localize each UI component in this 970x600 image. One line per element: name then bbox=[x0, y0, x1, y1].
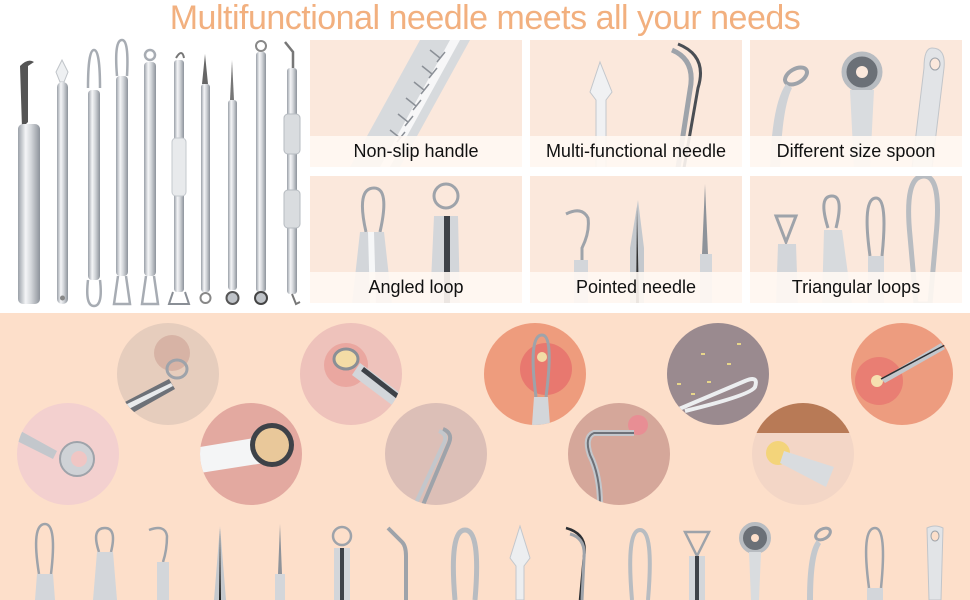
usage-example-small-loop bbox=[117, 323, 219, 425]
feature-caption: Pointed needle bbox=[530, 272, 742, 303]
curved-hook-on-skin-icon bbox=[568, 403, 670, 505]
small-loop-tool-icon bbox=[140, 48, 160, 306]
usage-example-curved-hook bbox=[568, 403, 670, 505]
ring-spoon-tool-icon bbox=[254, 40, 268, 305]
feature-panel-multi-functional-needle: Multi-functional needle bbox=[530, 40, 742, 167]
needle-on-pimple-icon bbox=[851, 323, 953, 425]
usage-example-blackheads bbox=[667, 323, 769, 425]
hook-tweezers-on-skin-icon bbox=[385, 403, 487, 505]
knurled-handle-icon bbox=[350, 40, 470, 167]
loop-on-pimple-icon bbox=[300, 323, 402, 425]
ring-spoon-on-skin-icon bbox=[17, 403, 119, 505]
tool-tip-eye-spoon bbox=[915, 518, 955, 600]
tool-set-icon bbox=[18, 38, 301, 308]
feature-panel-non-slip-handle: Non-slip handle bbox=[310, 40, 522, 167]
feature-panel-triangular-loops: Triangular loops bbox=[750, 176, 962, 303]
feature-caption: Angled loop bbox=[310, 272, 522, 303]
usage-example-loop-on-pimple bbox=[300, 323, 402, 425]
tool-tip-double-hook bbox=[560, 518, 600, 600]
tool-tip-ring-spoon bbox=[735, 518, 775, 600]
feature-panel-pointed-needle: Pointed needle bbox=[530, 176, 742, 303]
feature-caption: Different size spoon bbox=[750, 136, 962, 167]
usage-examples-band bbox=[0, 313, 970, 600]
tool-tip-wide-loop bbox=[445, 518, 485, 600]
tool-tip-angled-ring bbox=[795, 518, 835, 600]
tool-set-illustration bbox=[10, 38, 305, 308]
tool-tip-hook bbox=[143, 518, 183, 600]
hook-triangle-tool-icon bbox=[167, 52, 191, 305]
tool-tip-fine-needle bbox=[260, 518, 300, 600]
small-loop-on-skin-icon bbox=[117, 323, 219, 425]
feature-caption: Triangular loops bbox=[750, 272, 962, 303]
tweezers-hook-icon bbox=[18, 60, 40, 304]
needle-round-loop-tool-icon bbox=[199, 54, 212, 304]
usage-example-hook-tweezers bbox=[385, 403, 487, 505]
tool-tip-round-loop bbox=[322, 518, 362, 600]
large-spoon-on-skin-icon bbox=[200, 403, 302, 505]
tool-tip-small-loop bbox=[85, 518, 125, 600]
tool-tip-narrow-loop bbox=[620, 518, 660, 600]
usage-example-large-spoon bbox=[200, 403, 302, 505]
feature-caption: Multi-functional needle bbox=[530, 136, 742, 167]
feature-panel-angled-loop: Angled loop bbox=[310, 176, 522, 303]
teardrop-loop-on-pimple-icon bbox=[484, 323, 586, 425]
tool-tip-teardrop-loop bbox=[25, 518, 65, 600]
angled-hook-tool-icon bbox=[283, 41, 301, 306]
tool-tip-pointed-needle bbox=[200, 518, 240, 600]
usage-example-ring-spoon bbox=[17, 403, 119, 505]
tool-tip-angled-hook bbox=[382, 518, 422, 600]
spatula-and-hook-icon bbox=[589, 42, 702, 167]
fine-needle-spoon-tool-icon bbox=[225, 60, 240, 305]
spatula-tool-icon bbox=[55, 58, 69, 304]
double-loop-tool-icon bbox=[86, 48, 102, 308]
tool-tip-long-loop bbox=[855, 518, 895, 600]
tool-tip-triangle-loop bbox=[677, 518, 717, 600]
usage-example-needle bbox=[851, 323, 953, 425]
feature-panel-different-size-spoon: Different size spoon bbox=[750, 40, 962, 167]
feature-caption: Non-slip handle bbox=[310, 136, 522, 167]
usage-example-spatula bbox=[752, 403, 854, 505]
tool-tip-spatula bbox=[500, 518, 540, 600]
usage-example-teardrop-loop bbox=[484, 323, 586, 425]
teardrop-loop-tool-icon bbox=[112, 38, 132, 306]
page-title: Multifunctional needle meets all your ne… bbox=[169, 0, 801, 37]
spatula-on-pimple-icon bbox=[752, 403, 854, 505]
loop-on-blackheads-icon bbox=[667, 323, 769, 425]
